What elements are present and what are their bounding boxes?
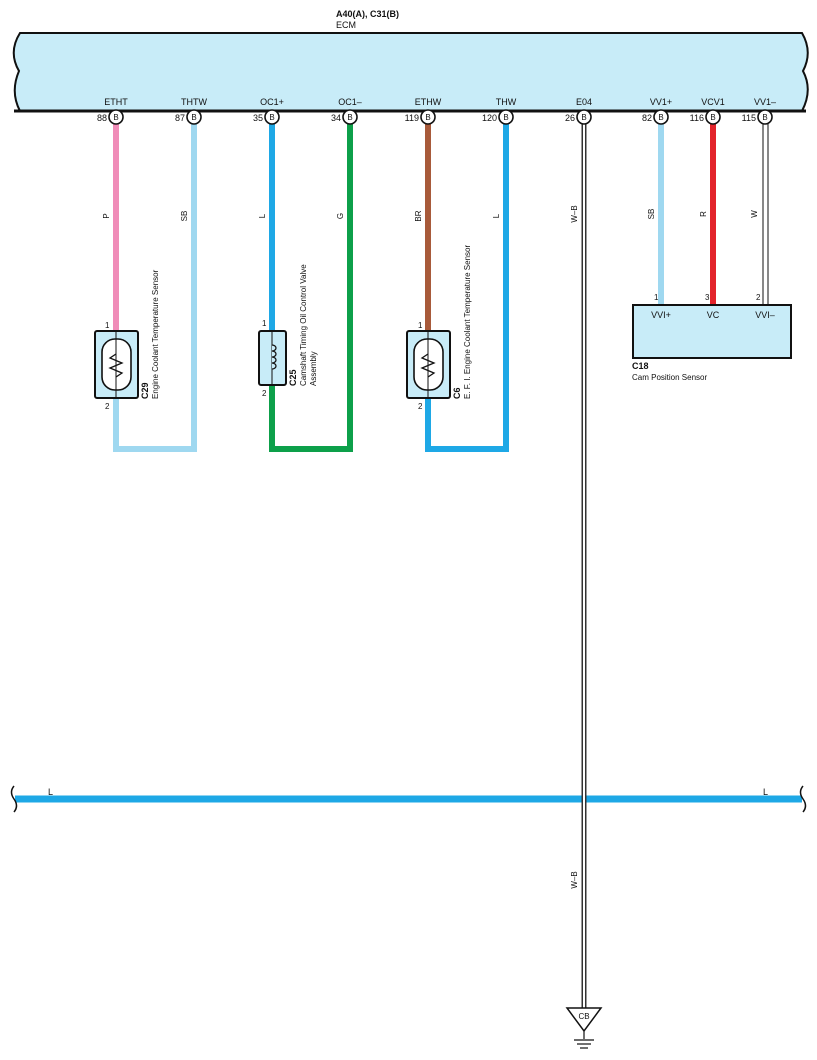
c25-pin-2: 2 xyxy=(262,389,267,398)
pin-circle-115: B xyxy=(757,109,773,125)
valve-c25 xyxy=(258,330,287,386)
c25-pin-1: 1 xyxy=(262,319,267,328)
pin-connector-35: B xyxy=(269,113,274,122)
c18-pin-1-label: VVI+ xyxy=(651,310,671,320)
wire-oc1-minus-return xyxy=(269,117,353,452)
pin-circle-82: B xyxy=(653,109,669,125)
pin-connector-26: B xyxy=(581,113,586,122)
c29-pin-1: 1 xyxy=(105,321,110,330)
wire-thtw-return xyxy=(113,117,197,452)
ecm-name-label: ECM xyxy=(336,20,356,30)
c29-pin-2: 2 xyxy=(105,402,110,411)
pin-circle-26: B xyxy=(576,109,592,125)
bus-break-left xyxy=(10,785,18,813)
pin-signal-vv1-plus: VV1+ xyxy=(650,97,672,107)
wire-color-sb-vv1: SB xyxy=(647,209,656,220)
c18-id: C18 xyxy=(632,361,649,371)
pin-number-88: 88 xyxy=(97,113,107,123)
pin-connector-119: B xyxy=(425,113,430,122)
wire-color-l-thw: L xyxy=(492,213,501,218)
ecm-body xyxy=(12,32,809,112)
pin-number-120: 120 xyxy=(482,113,497,123)
pin-connector-82: B xyxy=(658,113,663,122)
c18-pin-2-number: 2 xyxy=(756,293,761,302)
pin-circle-87: B xyxy=(186,109,202,125)
pin-number-82: 82 xyxy=(642,113,652,123)
pin-circle-119: B xyxy=(420,109,436,125)
c18-pin-1-number: 1 xyxy=(654,293,659,302)
pin-number-115: 115 xyxy=(742,113,756,123)
pin-number-116: 116 xyxy=(690,113,704,123)
pin-circle-120: B xyxy=(498,109,514,125)
pin-number-35: 35 xyxy=(253,113,263,123)
pin-connector-87: B xyxy=(191,113,196,122)
c25-name-line2: Assembly xyxy=(309,351,318,386)
wire-color-p: P xyxy=(102,213,111,218)
pin-connector-115: B xyxy=(762,113,767,122)
ecm-connectors-label: A40(A), C31(B) xyxy=(336,9,399,19)
c25-name: Camshaft Timing Oil Control Valve xyxy=(299,264,308,386)
wire-color-br: BR xyxy=(414,210,423,221)
pin-signal-e04: E04 xyxy=(576,97,592,107)
bus-label-right: L xyxy=(763,787,768,797)
ground-triangle xyxy=(565,1007,603,1033)
wire-color-wb-lower: W–B xyxy=(570,871,579,888)
wire-color-wb-upper: W–B xyxy=(570,205,579,222)
c25-id: C25 xyxy=(288,369,298,386)
pin-number-26: 26 xyxy=(565,113,575,123)
bus-label-left: L xyxy=(48,787,53,797)
c18-pin-3-label: VC xyxy=(707,310,720,320)
pin-circle-34: B xyxy=(342,109,358,125)
c18-pin-3-number: 3 xyxy=(705,293,710,302)
wire-thw-return xyxy=(425,117,509,452)
c29-name: Engine Coolant Temperature Sensor xyxy=(151,269,160,399)
pin-circle-35: B xyxy=(264,109,280,125)
pin-signal-thtw: THTW xyxy=(181,97,207,107)
c18-name: Cam Position Sensor xyxy=(632,373,707,382)
pin-signal-vcv1: VCV1 xyxy=(701,97,725,107)
c29-id: C29 xyxy=(140,382,150,399)
c6-pin-2: 2 xyxy=(418,402,423,411)
ground-label: CB xyxy=(578,1012,589,1021)
wire-color-r: R xyxy=(699,211,708,217)
pin-number-34: 34 xyxy=(331,113,341,123)
c18-pin-2-label: VVI– xyxy=(755,310,775,320)
ground-icon xyxy=(574,1031,594,1049)
pin-signal-oc1-minus: OC1– xyxy=(338,97,362,107)
wire-color-g: G xyxy=(336,213,345,219)
wire-color-sb-thtw: SB xyxy=(180,211,189,222)
sensor-c6 xyxy=(406,330,451,399)
wire-color-w: W xyxy=(750,210,759,218)
sensor-c29 xyxy=(94,330,139,399)
pin-connector-120: B xyxy=(503,113,508,122)
cam-position-sensor-body xyxy=(632,304,792,359)
c6-pin-1: 1 xyxy=(418,321,423,330)
pin-signal-vv1-minus: VV1– xyxy=(754,97,776,107)
pin-signal-ethw: ETHW xyxy=(415,97,442,107)
c6-id: C6 xyxy=(452,387,462,399)
pin-connector-34: B xyxy=(347,113,352,122)
pin-connector-88: B xyxy=(113,113,118,122)
pin-signal-thw: THW xyxy=(496,97,517,107)
pin-number-119: 119 xyxy=(405,113,419,123)
pin-connector-116: B xyxy=(710,113,715,122)
wire-color-l-oc1: L xyxy=(258,213,267,218)
pin-circle-88: B xyxy=(108,109,124,125)
pin-number-87: 87 xyxy=(175,113,185,123)
coil-icon xyxy=(271,344,277,370)
pin-circle-116: B xyxy=(705,109,721,125)
bus-break-right xyxy=(799,785,807,813)
pin-signal-etht: ETHT xyxy=(104,97,128,107)
pin-signal-oc1-plus: OC1+ xyxy=(260,97,284,107)
c6-name: E. F. I. Engine Coolant Temperature Sens… xyxy=(463,245,472,399)
